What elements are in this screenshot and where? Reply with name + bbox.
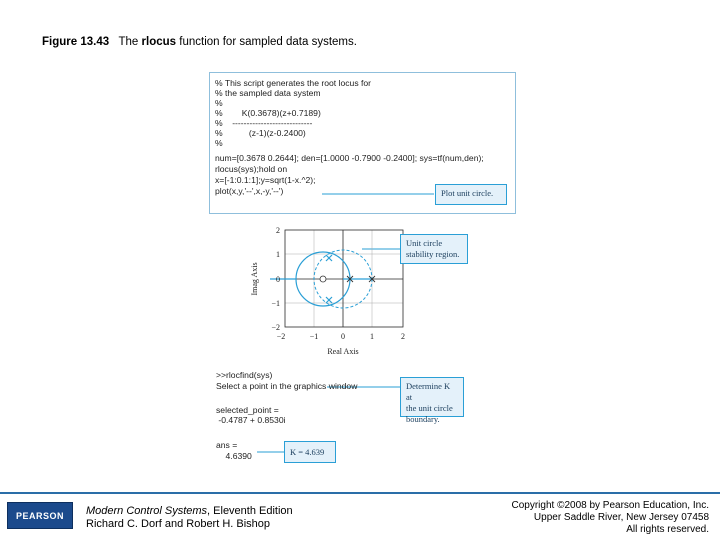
root-locus-plot: −2 −1 0 1 2 2 1 0 −1 −2 Real Axis Imag A…	[250, 226, 405, 356]
book-title: Modern Control Systems	[86, 505, 208, 517]
copyright-line: Upper Saddle River, New Jersey 07458	[533, 512, 709, 523]
script-line: % K(0.3678)(z+0.7189)	[215, 108, 321, 118]
pole-markers	[346, 275, 376, 283]
callout-text: K = 4.639	[290, 447, 325, 457]
y-tick-label: −1	[271, 299, 280, 308]
command-line: 4.6390	[216, 451, 252, 461]
script-line: num=[0.3678 0.2644]; den=[1.0000 -0.7900…	[215, 153, 484, 163]
command-line: -0.4787 + 0.8530i	[216, 415, 286, 425]
tick-labels: −2 −1 0 1 2 2 1 0 −1 −2 Real Axis Imag A…	[250, 226, 405, 356]
callout-line: the unit circle	[406, 403, 453, 413]
x-tick-label: 1	[370, 332, 374, 341]
command-line: Select a point in the graphics window	[216, 381, 358, 391]
script-line: plot(x,y,'--',x,-y,'--')	[215, 186, 284, 196]
plot-unit-circle-callout: Plot unit circle.	[435, 184, 507, 205]
x-tick-label: −1	[310, 332, 319, 341]
command-line: ans =	[216, 440, 238, 450]
logo-text: PEARSON	[15, 510, 64, 521]
y-tick-label: 0	[276, 275, 280, 284]
copyright-line: All rights reserved.	[626, 524, 709, 535]
zero-marker	[319, 275, 327, 283]
book-citation: Modern Control Systems, Eleventh Edition…	[86, 505, 293, 531]
callout-line: boundary.	[406, 414, 440, 424]
pearson-logo: PEARSON	[7, 502, 73, 529]
script-line: % the sampled data system	[215, 88, 321, 98]
command-line: >>rlocfind(sys)	[216, 370, 273, 380]
x-tick-label: −2	[277, 332, 286, 341]
y-axis-label: Imag Axis	[250, 262, 259, 295]
script-listing: % This script generates the root locus f…	[209, 72, 516, 214]
copyright-line: Copyright ©2008 by Pearson Education, In…	[511, 500, 710, 511]
callout-text: Plot unit circle.	[441, 188, 494, 198]
book-authors: Richard C. Dorf and Robert H. Bishop	[86, 518, 271, 530]
figure-caption: Figure 13.43 The rlocus function for sam…	[42, 36, 357, 48]
script-line: rlocus(sys);hold on	[215, 164, 288, 174]
caption-text-before: The	[118, 36, 139, 48]
caption-function-name: rlocus	[141, 36, 177, 48]
figure-number: Figure 13.43	[42, 36, 110, 48]
caption-text-after: function for sampled data systems.	[179, 36, 357, 48]
y-tick-label: 1	[276, 250, 280, 259]
copyright-notice: Copyright ©2008 by Pearson Education, In…	[512, 500, 710, 536]
script-line: %	[215, 98, 223, 108]
callout-line: stability region.	[406, 249, 460, 259]
script-line: % ----------------------------	[215, 118, 313, 128]
callout-line: Unit circle	[406, 238, 443, 248]
x-tick-label: 0	[341, 332, 345, 341]
command-output: >>rlocfind(sys) Select a point in the gr…	[209, 365, 357, 465]
script-line: % This script generates the root locus f…	[215, 78, 372, 88]
x-axis-label: Real Axis	[327, 347, 358, 356]
book-edition: , Eleventh Edition	[207, 505, 293, 517]
script-line: %	[215, 138, 223, 148]
script-line: x=[-1:0.1:1];y=sqrt(1-x.^2);	[215, 175, 316, 185]
selected-point-markers	[325, 254, 333, 304]
determine-k-callout: Determine K at the unit circle boundary.	[400, 377, 464, 424]
footer-divider	[0, 492, 720, 494]
script-line: % (z-1)(z-0.2400)	[215, 128, 306, 138]
y-tick-label: 2	[276, 226, 280, 235]
command-line: selected_point =	[216, 405, 279, 415]
unit-circle-callout: Unit circle stability region.	[400, 234, 468, 264]
k-value-callout: K = 4.639	[284, 441, 336, 463]
x-tick-label: 2	[401, 332, 405, 341]
y-tick-label: −2	[271, 323, 280, 332]
callout-line: Determine K at	[406, 381, 451, 402]
